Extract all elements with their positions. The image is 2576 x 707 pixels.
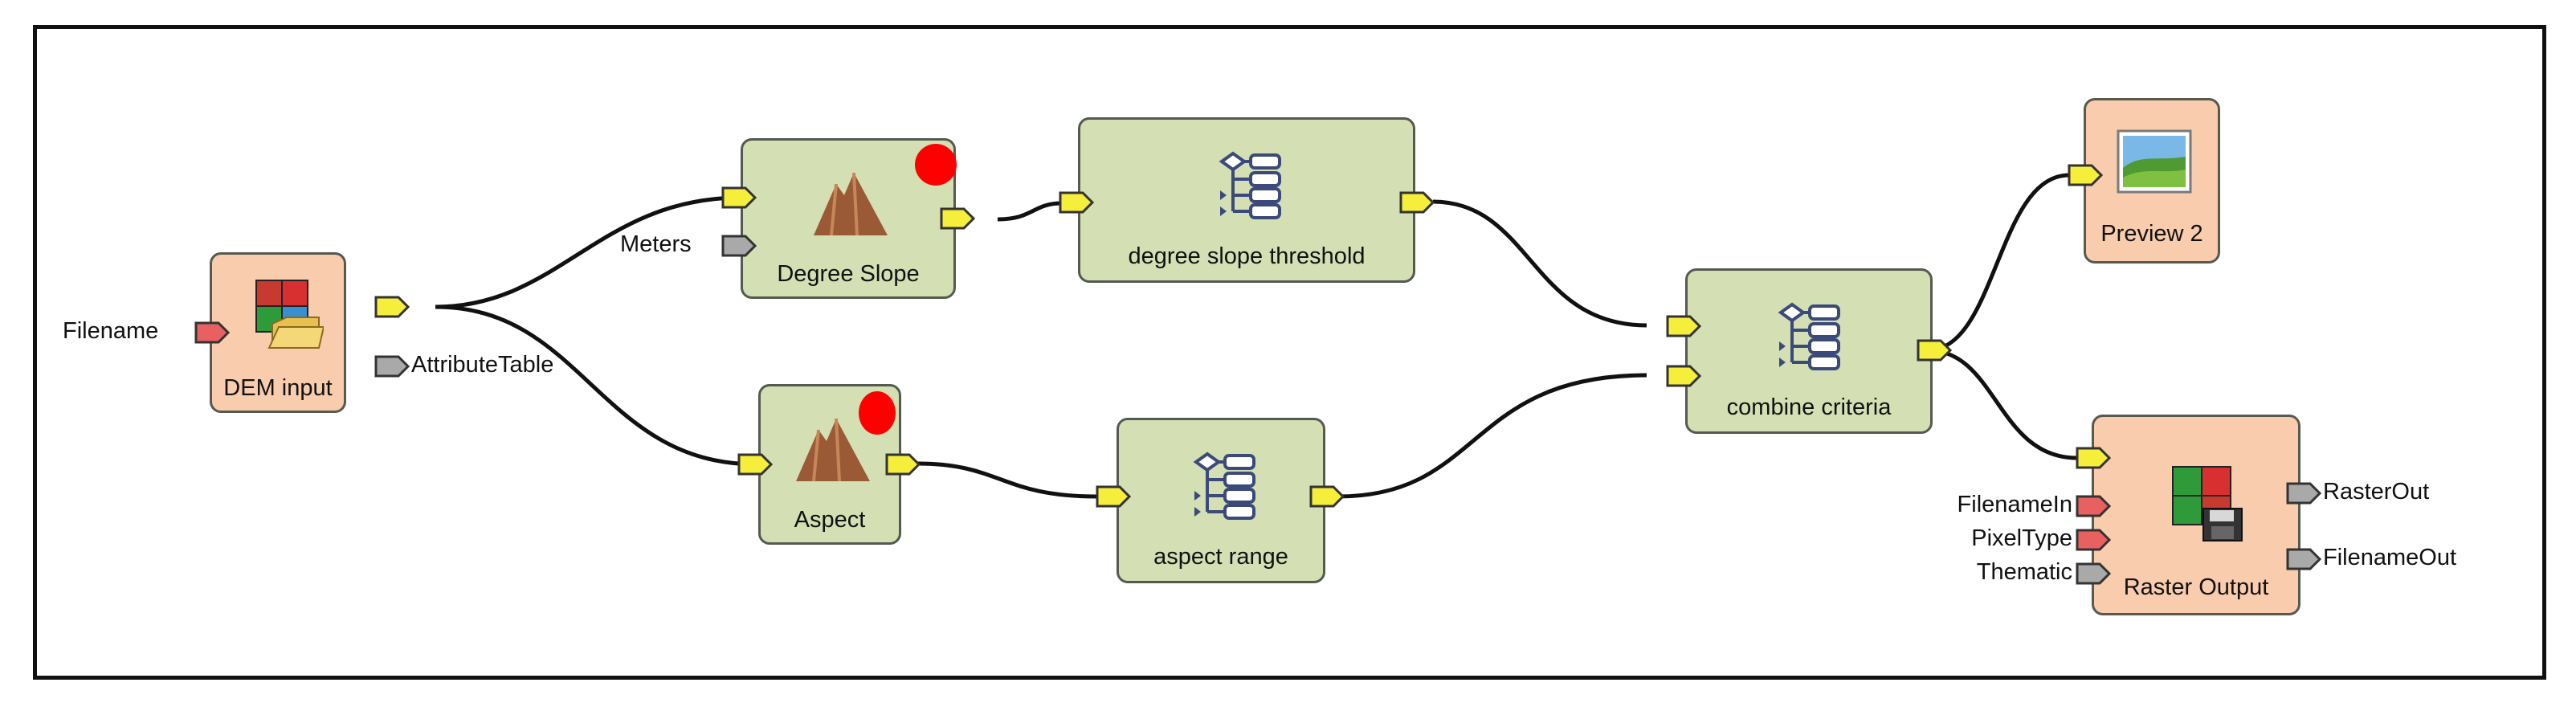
attribute-table-output-port[interactable]: [374, 355, 410, 378]
model-tree-icon: [1219, 151, 1281, 219]
connection-layer: [435, 173, 2078, 499]
status-error-indicator: [859, 391, 896, 435]
pixel-type-input-port[interactable]: [2076, 529, 2111, 551]
filename-out-port-label: FilenameOut: [2323, 545, 2457, 570]
connection-slope-to-threshold[interactable]: [997, 201, 1063, 222]
aspect-node[interactable]: Aspect: [758, 384, 901, 545]
degree-slope-threshold-node[interactable]: degree slope threshold: [1078, 117, 1415, 283]
degree-slope-threshold-label: degree slope threshold: [1128, 243, 1366, 269]
threshold-output-port[interactable]: [1399, 191, 1435, 214]
status-error-indicator: [915, 144, 957, 186]
terrain-icon: [796, 418, 870, 482]
dem-input-label: DEM input: [223, 375, 333, 401]
dem-input-node[interactable]: DEM input: [210, 252, 346, 413]
aspect-range-label: aspect range: [1153, 544, 1288, 570]
raster-open-icon: [255, 280, 324, 349]
aspect-input-port[interactable]: [737, 453, 773, 476]
aspect-range-output-port[interactable]: [1309, 485, 1345, 508]
aspect-range-input-port[interactable]: [1096, 485, 1131, 508]
degree-slope-node[interactable]: Degree Slope: [741, 138, 957, 299]
threshold-input-port[interactable]: [1059, 191, 1094, 214]
raster-output-label: Raster Output: [2123, 574, 2269, 600]
raster-output-node[interactable]: Raster Output: [2092, 415, 2300, 615]
combine-input-port-1[interactable]: [1666, 315, 1701, 337]
aspect-label: Aspect: [794, 507, 866, 533]
filename-in-input-port[interactable]: [2076, 495, 2111, 517]
meters-port-label: Meters: [620, 231, 692, 257]
connection-dem-to-slope[interactable]: [435, 195, 741, 309]
connection-threshold-to-combine[interactable]: [1432, 199, 1647, 328]
pixel-type-port-label: PixelType: [1971, 525, 2072, 551]
attribute-table-port-label: AttributeTable: [411, 352, 554, 378]
filename-in-port-label: FilenameIn: [1957, 492, 2072, 517]
aspect-range-node[interactable]: aspect range: [1117, 418, 1325, 583]
preview-2-label: Preview 2: [2100, 221, 2203, 247]
landscape-preview-icon: [2117, 129, 2192, 194]
thematic-port-label: Thematic: [1976, 559, 2072, 585]
thematic-input-port[interactable]: [2076, 562, 2111, 585]
model-tree-icon: [1193, 452, 1255, 520]
preview-input-port[interactable]: [2068, 164, 2103, 186]
aspect-output-port[interactable]: [885, 453, 921, 476]
connection-dem-to-aspect[interactable]: [435, 304, 757, 467]
meters-input-port[interactable]: [721, 235, 757, 257]
degree-slope-input-port[interactable]: [721, 186, 757, 209]
combine-criteria-label: combine criteria: [1726, 394, 1892, 420]
preview-2-node[interactable]: Preview 2: [2084, 98, 2220, 264]
connection-combine-to-preview[interactable]: [1927, 173, 2070, 353]
combine-output-port[interactable]: [1917, 339, 1952, 362]
filename-out-output-port[interactable]: [2286, 548, 2321, 570]
dem-output-port[interactable]: [374, 296, 410, 318]
combine-input-port-2[interactable]: [1666, 365, 1701, 387]
raster-save-icon: [2172, 466, 2243, 541]
connection-combine-to-output[interactable]: [1927, 348, 2078, 460]
filename-input-port[interactable]: [194, 321, 230, 344]
connection-range-to-combine[interactable]: [1337, 373, 1647, 499]
combine-criteria-node[interactable]: combine criteria: [1685, 268, 1933, 434]
degree-slope-output-port[interactable]: [940, 207, 975, 230]
raster-output-input-port[interactable]: [2076, 447, 2111, 469]
filename-port-label: Filename: [63, 318, 159, 344]
raster-out-port-label: RasterOut: [2323, 479, 2430, 505]
terrain-icon: [814, 172, 888, 236]
raster-out-output-port[interactable]: [2286, 482, 2321, 505]
model-canvas[interactable]: DEM input Degree Slope Aspect degree slo…: [33, 25, 2546, 680]
degree-slope-label: Degree Slope: [777, 261, 920, 287]
model-tree-icon: [1778, 302, 1840, 370]
connection-aspect-to-range[interactable]: [917, 461, 1098, 499]
